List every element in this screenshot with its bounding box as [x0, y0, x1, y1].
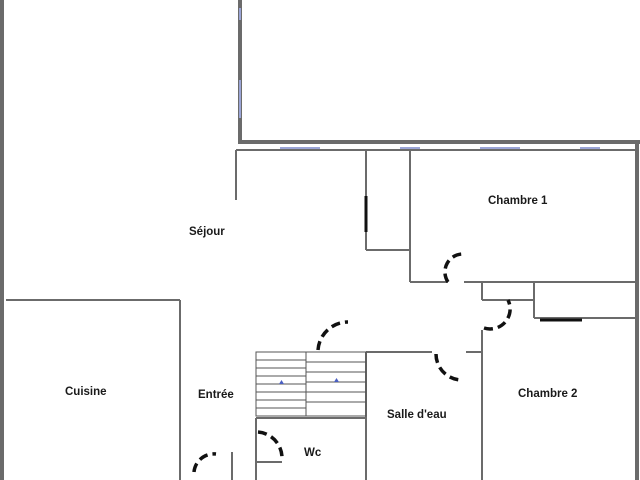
staircase — [255, 351, 367, 417]
room-label-sejour: Séjour — [189, 226, 225, 238]
doors — [192, 252, 512, 473]
stair-direction-markers — [279, 378, 339, 384]
door-entree — [192, 452, 217, 473]
room-label-salle-deau: Salle d'eau — [387, 409, 447, 421]
windows — [239, 8, 600, 149]
door-salle-deau — [434, 353, 463, 382]
door-wc — [257, 430, 284, 459]
wall-accents — [364, 196, 582, 322]
room-label-chambre-1: Chambre 1 — [488, 195, 548, 207]
room-label-chambre-2: Chambre 2 — [518, 388, 578, 400]
door-entree-stairs — [316, 320, 349, 351]
room-label-cuisine: Cuisine — [65, 386, 107, 398]
room-label-entree: Entrée — [198, 389, 234, 401]
door-chambre-1 — [443, 252, 465, 283]
door-hallway — [483, 299, 512, 331]
room-label-wc: Wc — [304, 447, 322, 459]
